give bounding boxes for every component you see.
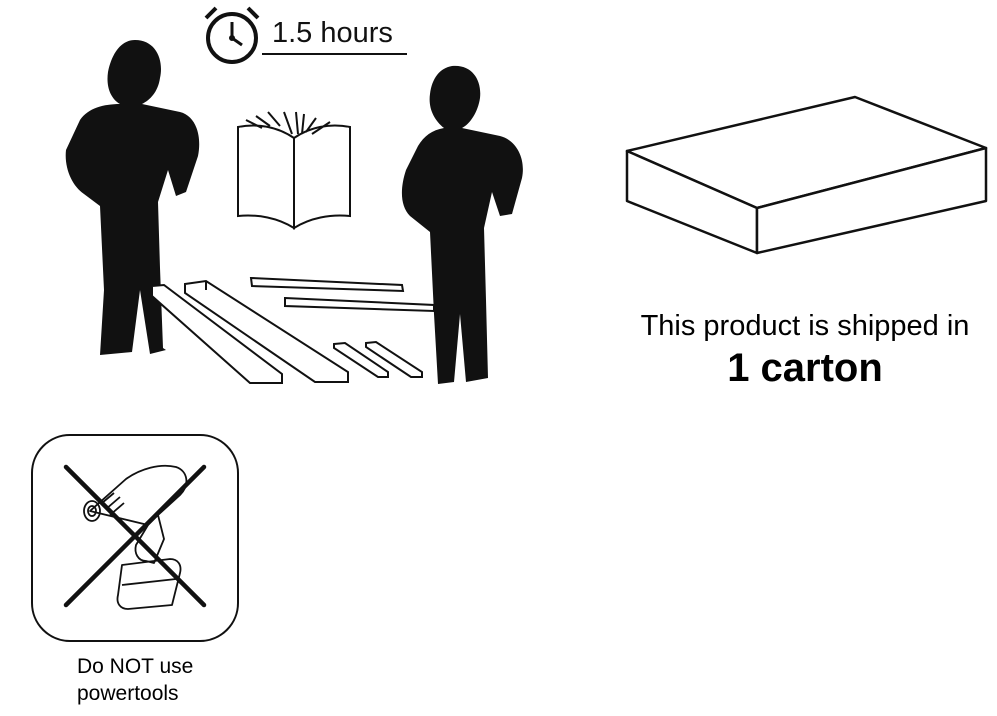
shipping-count: 1 carton (727, 346, 883, 390)
assembly-time-label: 1.5 hours (272, 17, 393, 49)
carton-box-icon (625, 95, 988, 255)
open-manual-icon (237, 111, 351, 230)
no-powertools-warning: Do NOT use powertools (77, 653, 193, 707)
warning-line-1: Do NOT use (77, 655, 194, 678)
wooden-plank-icon (151, 276, 435, 384)
warning-line-2: powertools (77, 682, 179, 705)
shipping-text: This product is shipped in (640, 310, 970, 342)
person-silhouette-icon (401, 65, 523, 385)
crossed-out-drill-icon (31, 434, 239, 642)
person-silhouette-icon (65, 40, 200, 355)
stopwatch-icon (204, 6, 260, 64)
assembly-illustration (65, 6, 523, 385)
assembly-time-underline (262, 53, 407, 55)
